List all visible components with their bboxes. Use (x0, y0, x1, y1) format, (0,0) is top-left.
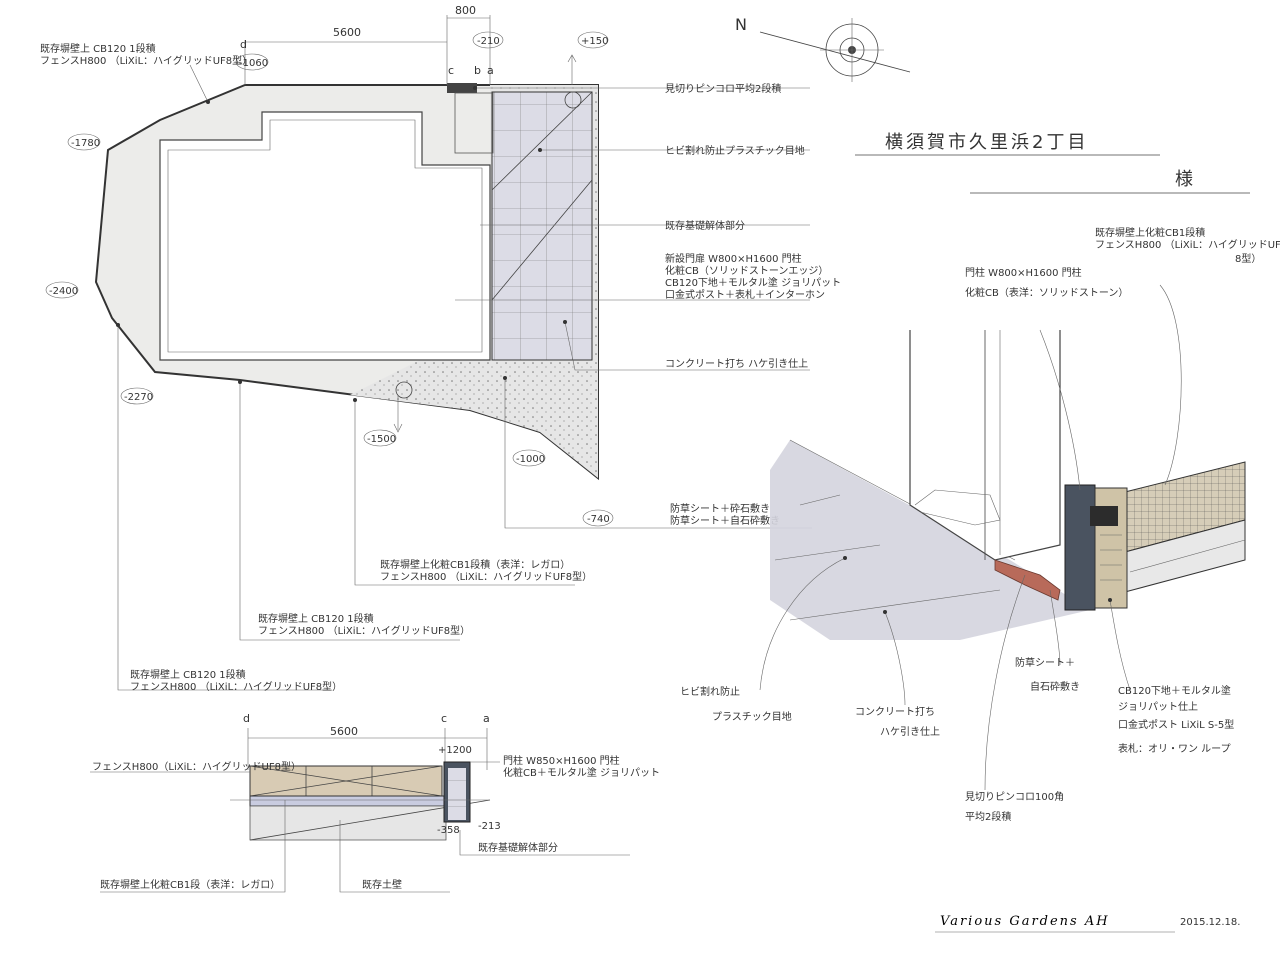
title-block: 横須賀市久里浜2丁目 様 (855, 132, 1250, 194)
label-gate-1: 新設門扉 W800×H1600 門柱 (665, 252, 802, 265)
label-concrete: コンクリート打ち ハケ引き仕上 (665, 357, 808, 370)
label-fence-low1-2: フェンスH800 （LiXiL：ハイグリッドUF8型） (258, 624, 470, 637)
concrete-joint-area (491, 91, 593, 361)
label-fence-mid-1: 既存塀壁上化粧CB1段積（表洋：レガロ） (380, 558, 570, 571)
title-honorific: 様 (1175, 169, 1196, 190)
elev-label-gate-2: 化粧CB＋モルタル塗 ジョリパット (503, 766, 660, 779)
elev-dim-pole-top: +1200 (438, 745, 472, 756)
persp-label-gate-2: 化粧CB（表洋：ソリッドストーン） (965, 286, 1128, 299)
signature-date: 2015.12.18. (1180, 917, 1240, 928)
dim-top-width: 5600 (333, 26, 361, 39)
mailbox (1090, 506, 1118, 526)
label-gravel-2: 防草シート＋自石砕敷き (670, 514, 780, 527)
level-740: -740 (587, 514, 610, 525)
persp-label-gravel-2: 自石砕敷き (1030, 680, 1080, 693)
manhole (564, 91, 582, 109)
persp-label-concrete-2: ハケ引き仕上 (880, 725, 940, 738)
elev-level-right: -213 (478, 821, 501, 832)
persp-label-gate-1: 門柱 W800×H1600 門柱 (965, 266, 1082, 279)
persp-label-joint-1: ヒビ割れ防止 (680, 685, 740, 698)
grid-letter-d: d (240, 38, 247, 51)
dim-top-gate: 800 (455, 4, 476, 17)
elev-label-gate-1: 門柱 W850×H1600 門柱 (503, 754, 620, 767)
persp-label-fence-3: 8型） (1235, 252, 1261, 265)
level-1780: -1780 (71, 138, 100, 149)
persp-label-plate-1: 見切りピンコロ100角 (965, 791, 1064, 803)
grid-letter-c: c (448, 64, 454, 77)
label-fence-top-2: フェンスH800 （LiXiL：ハイグリッドUF8型） (40, 54, 252, 67)
persp-label-plate-2: 平均2段積 (965, 810, 1011, 823)
grid-letter-a: a (487, 64, 494, 77)
brick-edge (994, 559, 1061, 601)
site-title: 横須賀市久里浜2丁目 (885, 132, 1088, 153)
label-fence-low1-1: 既存塀壁上 CB120 1段積 (258, 612, 374, 625)
persp-label-fence-2: フェンスH800 （LiXiL：ハイグリッドUF (1095, 238, 1280, 251)
persp-label-finish-4: 表札：オリ・ワン ループ (1118, 742, 1231, 755)
level-1060: -1060 (239, 58, 268, 69)
elev-grid-letter-d: d (243, 712, 250, 725)
level-2400: -2400 (49, 286, 78, 297)
label-gate-3: CB120下地＋モルタル塗 ジョリパット (665, 276, 841, 289)
persp-label-joint-2: プラスチック目地 (712, 710, 792, 723)
elev-label-existing-soil: 既存土壁 (362, 878, 402, 891)
label-gravel-1: 防草シート＋砕石敷き (670, 502, 770, 515)
label-fence-mid-2: フェンスH800 （LiXiL：ハイグリッドUF8型） (380, 570, 592, 583)
elev-grid-letter-a: a (483, 712, 490, 725)
label-gate-4: 口金式ポスト＋表札＋インターホン (665, 288, 825, 301)
manhole (395, 381, 413, 399)
elev-dim-width: 5600 (330, 725, 358, 738)
level-1500: -1500 (367, 434, 396, 445)
compass-north-letter: N (735, 15, 747, 34)
perspective-sketch: 既存塀壁上化粧CB1段積 フェンスH800 （LiXiL：ハイグリッドUF 8型… (680, 226, 1280, 823)
grid-letter-b: b (474, 64, 481, 77)
elev-level-left: -358 (437, 825, 460, 836)
level-markers: -1060 -210 +150 -1780 -2400 -2270 -1500 … (45, 31, 614, 527)
persp-label-gravel-1: 防草シート＋ (1015, 656, 1075, 669)
joint-diagonals (491, 91, 593, 301)
label-existing-base: 既存基礎解体部分 (665, 219, 745, 232)
signature-block: Various Gardens AH 2015.12.18. (935, 914, 1240, 933)
gate-post (447, 83, 477, 93)
persp-label-concrete-1: コンクリート打ち (855, 705, 935, 718)
label-fence-low2-2: フェンスH800 （LiXiL：ハイグリッドUF8型） (130, 680, 342, 693)
elev-block-base (249, 795, 447, 807)
level-150: +150 (581, 36, 608, 47)
level-210: -210 (477, 36, 500, 47)
elev-label-existing-base: 既存基礎解体部分 (478, 841, 558, 854)
label-fence-low2-1: 既存塀壁上 CB120 1段積 (130, 668, 246, 681)
elev-label-block: 既存塀壁上化粧CB1段（表洋：レガロ） (100, 878, 280, 891)
label-plate: 見切りピンコロ平均2段積 (665, 82, 781, 95)
level-2270: -2270 (124, 392, 153, 403)
compass: N (735, 15, 911, 82)
house-footprint (159, 111, 491, 361)
label-joint: ヒビ割れ防止プラスチック目地 (665, 144, 805, 157)
pavement (770, 440, 1090, 640)
label-gate-2: 化粧CB（ソリッドストーンエッジ） (665, 264, 828, 277)
elev-label-fence: フェンスH800（LiXiL：ハイグリッドUF8型） (92, 760, 301, 773)
elev-grid-letter-c: c (441, 712, 447, 725)
persp-label-finish-3: 口金式ポスト LiXiL S-5型 (1118, 718, 1234, 731)
level-1000: -1000 (516, 454, 545, 465)
persp-label-finish-1: CB120下地＋モルタル塗 (1118, 684, 1231, 697)
persp-label-finish-2: ジョリパット仕上 (1118, 700, 1198, 713)
persp-label-fence-1: 既存塀壁上化粧CB1段積 (1095, 226, 1205, 239)
gate-pillar (1064, 484, 1096, 611)
site-plan: 5600 800 d c b a -1060 -210 +150 -1780 -… (40, 4, 841, 693)
label-fence-top-1: 既存塀壁上 CB120 1段積 (40, 42, 156, 55)
signature-brand: Various Gardens AH (940, 914, 1110, 929)
front-elevation: d c a 5600 +1200 -358 -213 フェンスH800（LiXi… (90, 712, 660, 893)
